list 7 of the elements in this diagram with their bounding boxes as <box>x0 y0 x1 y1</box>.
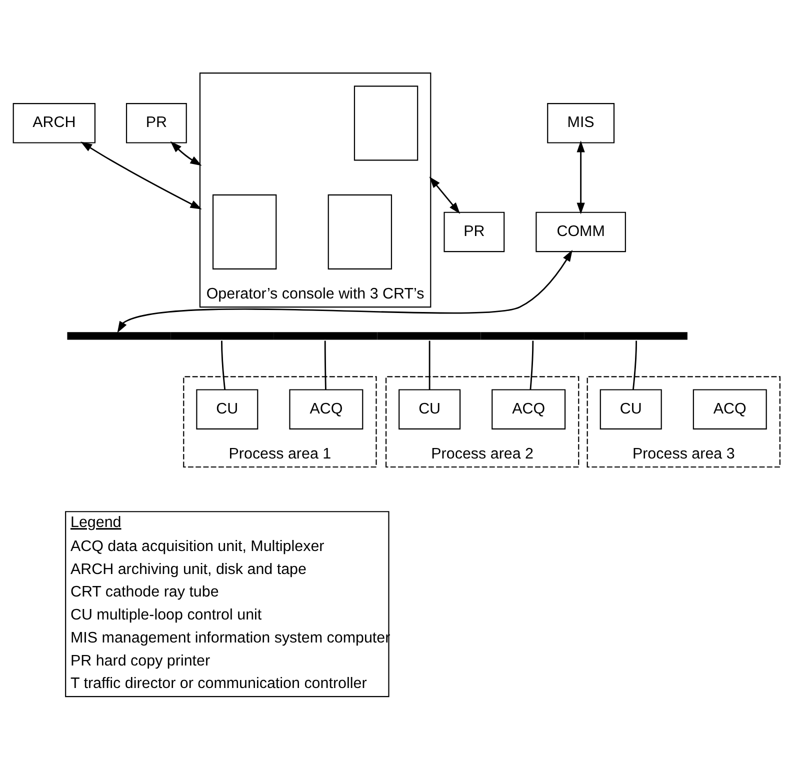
legend-label: CU multiple-loop control unit <box>70 606 262 624</box>
legend-label: CRT cathode ray tube <box>70 583 218 600</box>
label: Legend <box>70 514 121 531</box>
legend-label: T traffic director or communication controller <box>70 674 366 692</box>
legend-label: PR hard copy printer <box>70 652 210 669</box>
legend-label: ARCH archiving unit, disk and tape <box>70 560 306 578</box>
legend-label: ACQ data acquisition unit, Multiplexer <box>70 538 324 555</box>
